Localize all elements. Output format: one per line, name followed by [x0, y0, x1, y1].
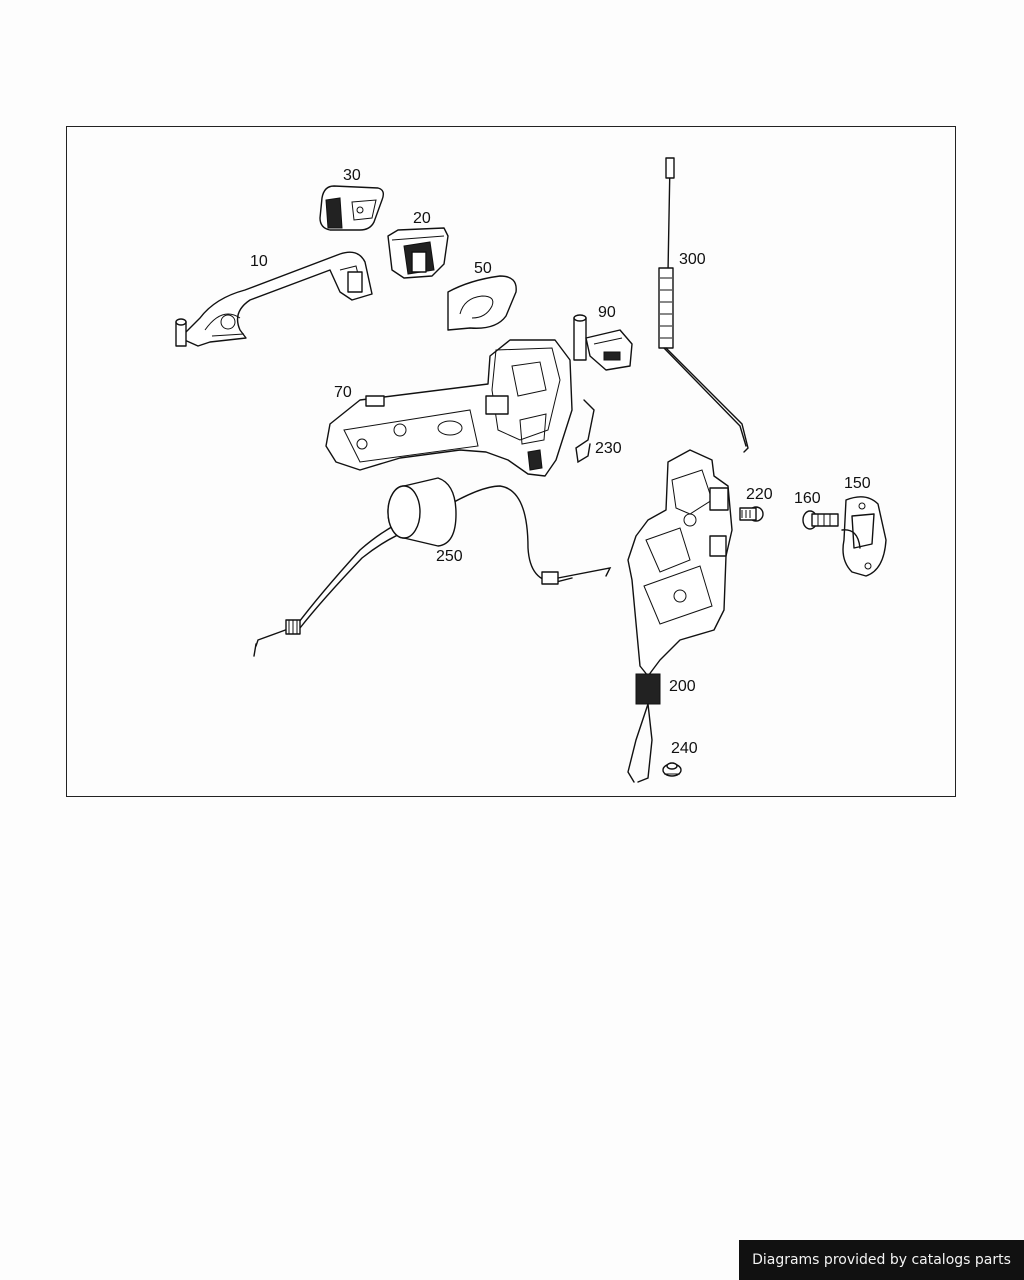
callout-250: 250 [436, 548, 463, 565]
part-20-lock-housing[interactable] [387, 227, 449, 279]
part-10-door-handle[interactable] [175, 251, 373, 347]
part-150-striker[interactable] [841, 496, 887, 577]
part-90-bracket[interactable] [573, 314, 633, 371]
part-220-screw[interactable] [739, 506, 764, 522]
callout-30: 30 [343, 167, 361, 184]
callout-200: 200 [669, 678, 696, 695]
callout-50: 50 [474, 260, 492, 277]
part-50-gasket[interactable] [447, 275, 517, 331]
credit-badge: Diagrams provided by catalogs parts [739, 1240, 1024, 1280]
part-30-handle-cap[interactable] [319, 185, 385, 231]
part-230-spring-clip[interactable] [575, 399, 595, 464]
callout-10: 10 [250, 253, 268, 270]
callout-230: 230 [595, 440, 622, 457]
callout-300: 300 [679, 251, 706, 268]
part-160-bolt[interactable] [802, 510, 839, 530]
callout-90: 90 [598, 304, 616, 321]
callout-220: 220 [746, 486, 773, 503]
callout-20: 20 [413, 210, 431, 227]
part-200-door-lock[interactable] [627, 449, 733, 783]
callout-150: 150 [844, 475, 871, 492]
part-300-rod[interactable] [658, 157, 749, 453]
callout-70: 70 [334, 384, 352, 401]
part-250-cable[interactable] [253, 477, 612, 657]
callout-240: 240 [671, 740, 698, 757]
part-70-handle-carrier[interactable] [325, 339, 573, 477]
part-240-clip[interactable] [662, 762, 682, 777]
callout-160: 160 [794, 490, 821, 507]
